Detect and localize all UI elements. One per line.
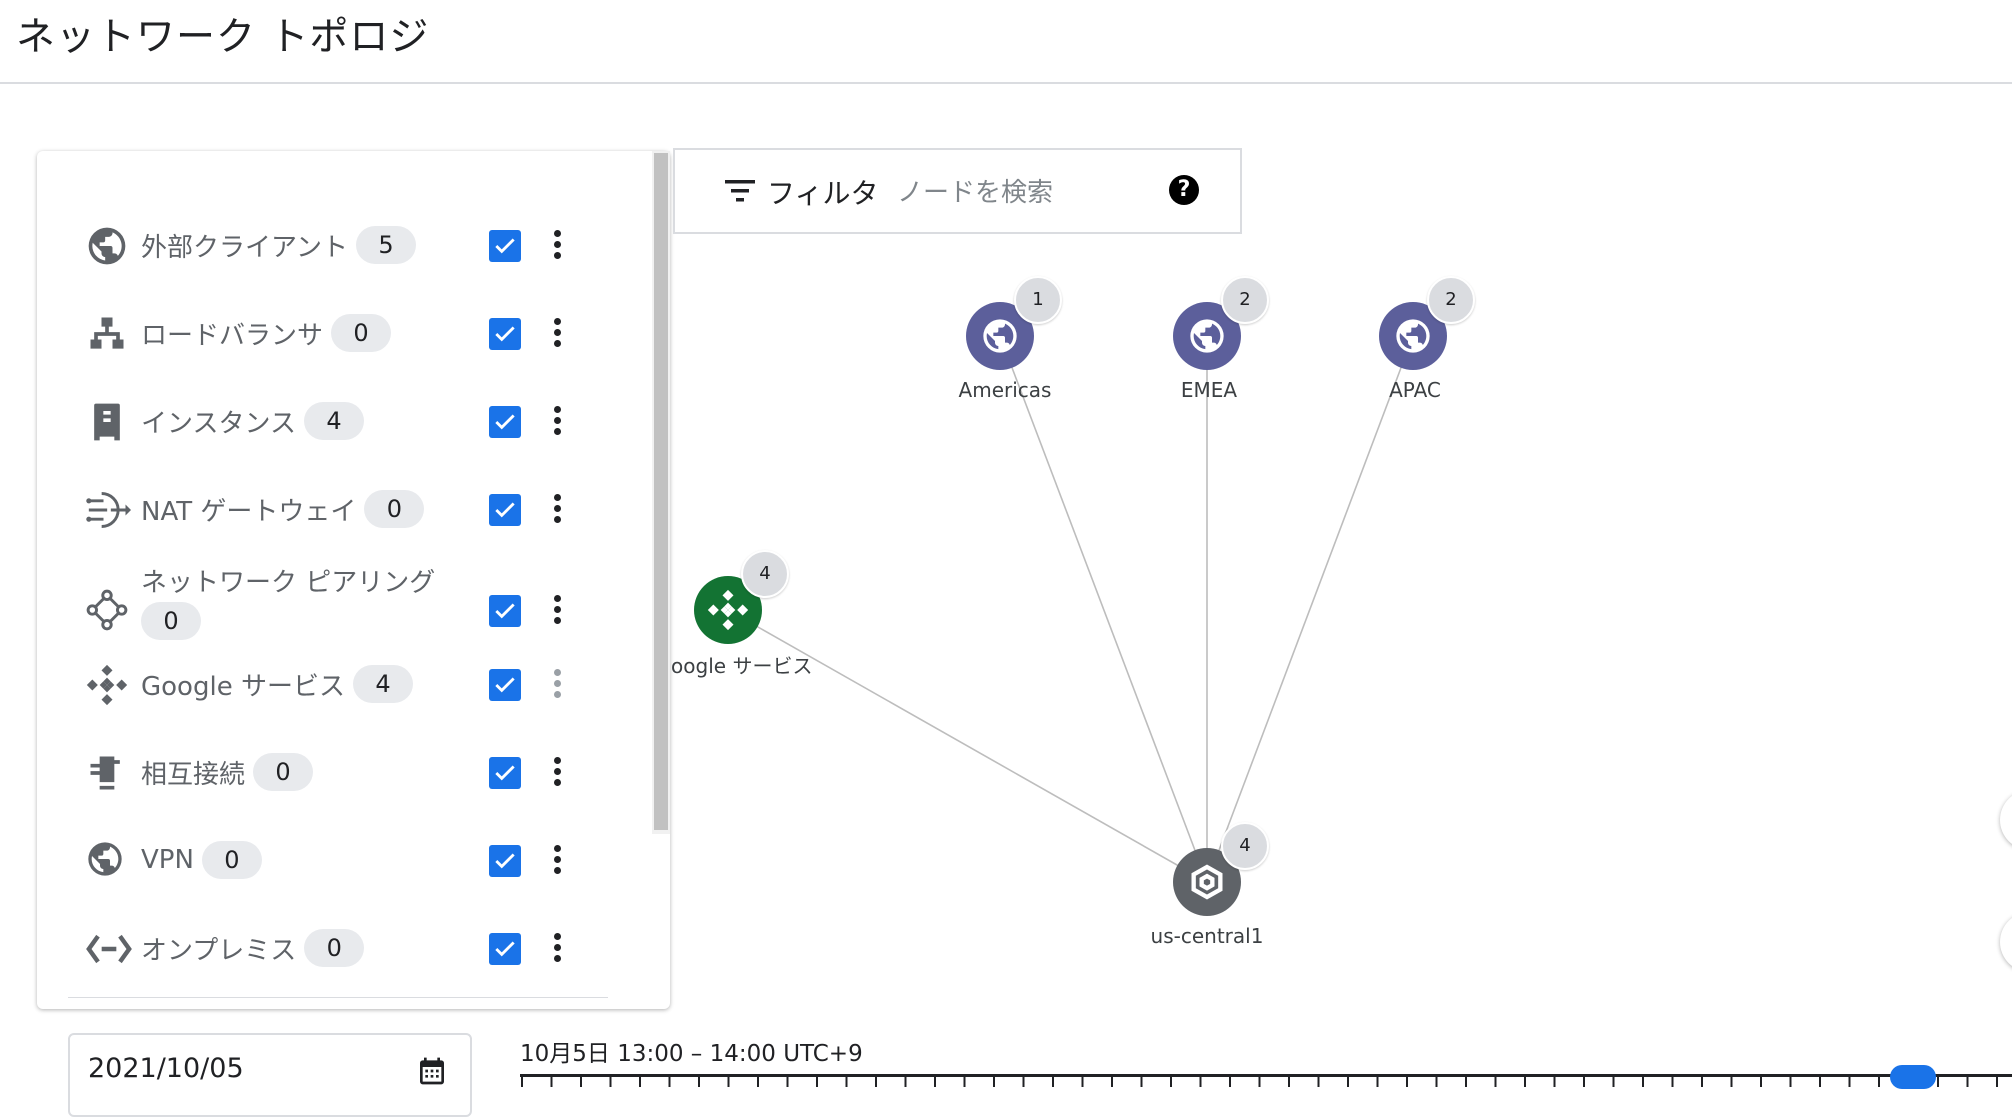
globe-icon (85, 224, 129, 268)
node-count-badge: 4 (741, 550, 789, 598)
node-count-badge: 4 (1221, 822, 1269, 870)
node-label: Americas (958, 378, 1052, 402)
node-label: APAC (1389, 378, 1441, 402)
checkbox[interactable] (489, 406, 521, 438)
node-us-central1[interactable] (1173, 848, 1241, 916)
legend-label: VPN (141, 845, 194, 875)
count-badge: 0 (253, 753, 314, 791)
header-divider (0, 82, 2012, 84)
checkbox[interactable] (489, 757, 521, 789)
vpn-icon (85, 839, 129, 883)
checkbox[interactable] (489, 230, 521, 262)
instance-icon (85, 400, 129, 444)
date-field[interactable]: 2021/10/05 (68, 1033, 472, 1117)
edge-google-us-central1 (727, 609, 1208, 883)
count-badge: 4 (303, 402, 364, 440)
legend-label: Google サービス (141, 671, 345, 702)
count-badge: 5 (355, 226, 416, 264)
timeline-ruler[interactable] (520, 1074, 2012, 1087)
count-badge: 0 (201, 841, 262, 879)
globe-icon (1190, 319, 1224, 353)
count-badge: 0 (364, 490, 425, 528)
checkbox[interactable] (489, 669, 521, 701)
interconnect-icon (85, 751, 129, 795)
checkbox[interactable] (489, 494, 521, 526)
load-balancer-icon (85, 312, 129, 356)
more-vert-icon[interactable] (545, 929, 569, 969)
legend-label: オンプレミス (141, 935, 297, 966)
checkbox[interactable] (489, 845, 521, 877)
google-services-icon (707, 589, 749, 631)
node-count-badge: 1 (1014, 276, 1062, 324)
panel-scrollbar-thumb[interactable] (654, 153, 668, 830)
google-services-icon (85, 663, 129, 707)
legend-label: 外部クライアント (141, 232, 348, 263)
legend-label: 相互接続 (141, 759, 246, 790)
on-premises-icon (85, 927, 132, 971)
topology-graph: 1 Americas 2 EMEA 2 APAC 4 Google サービス 4… (670, 230, 2012, 1030)
count-badge: 0 (141, 602, 201, 640)
page-title: ネットワーク トポロジ (16, 15, 430, 60)
node-label: EMEA (1180, 378, 1238, 402)
more-vert-icon[interactable] (545, 753, 569, 793)
legend-row-network-peering: ネットワーク ピアリング 0 (37, 558, 637, 648)
node-label: Google サービス (670, 654, 813, 678)
more-vert-icon[interactable] (545, 665, 569, 705)
count-badge: 4 (352, 665, 413, 703)
node-count-badge: 2 (1221, 276, 1269, 324)
checkbox[interactable] (489, 933, 521, 965)
filter-label[interactable]: フィルタ (767, 177, 879, 210)
time-range-label: 10月5日 13:00 – 14:00 UTC+9 (520, 1041, 863, 1067)
more-vert-icon[interactable] (545, 226, 569, 266)
timeline-slider-handle[interactable] (1890, 1065, 1936, 1089)
zone-icon (1191, 864, 1223, 900)
calendar-icon[interactable] (416, 1055, 448, 1091)
more-vert-icon[interactable] (545, 490, 569, 530)
globe-icon (1396, 319, 1430, 353)
filter-icon[interactable] (725, 180, 755, 206)
legend-label: ネットワーク ピアリング (141, 568, 436, 598)
more-vert-icon[interactable] (545, 402, 569, 442)
more-vert-icon[interactable] (545, 314, 569, 354)
network-peering-icon (85, 588, 129, 632)
edge-apac-us-central1 (1206, 335, 1414, 883)
node-search-input[interactable]: ノードを検索 (897, 178, 1054, 208)
count-badge: 0 (331, 314, 392, 352)
graph-edges (727, 335, 1414, 883)
globe-icon (983, 319, 1017, 353)
more-vert-icon[interactable] (545, 841, 569, 881)
date-value: 2021/10/05 (88, 1053, 244, 1084)
edge-americas-us-central1 (999, 335, 1208, 883)
checkbox[interactable] (489, 595, 521, 627)
legend-label: NAT ゲートウェイ (141, 496, 357, 527)
legend-label: インスタンス (141, 408, 296, 439)
node-label: us-central1 (1150, 924, 1264, 948)
panel-divider (68, 997, 608, 998)
filter-bar: フィルタ ノードを検索 ? (673, 148, 1242, 234)
help-icon[interactable]: ? (1169, 175, 1199, 205)
count-badge: 0 (304, 929, 365, 967)
more-vert-icon[interactable] (545, 591, 569, 631)
nat-gateway-icon (85, 488, 131, 532)
node-count-badge: 2 (1427, 276, 1475, 324)
checkbox[interactable] (489, 318, 521, 350)
legend-label: ロードバランサ (141, 320, 324, 351)
